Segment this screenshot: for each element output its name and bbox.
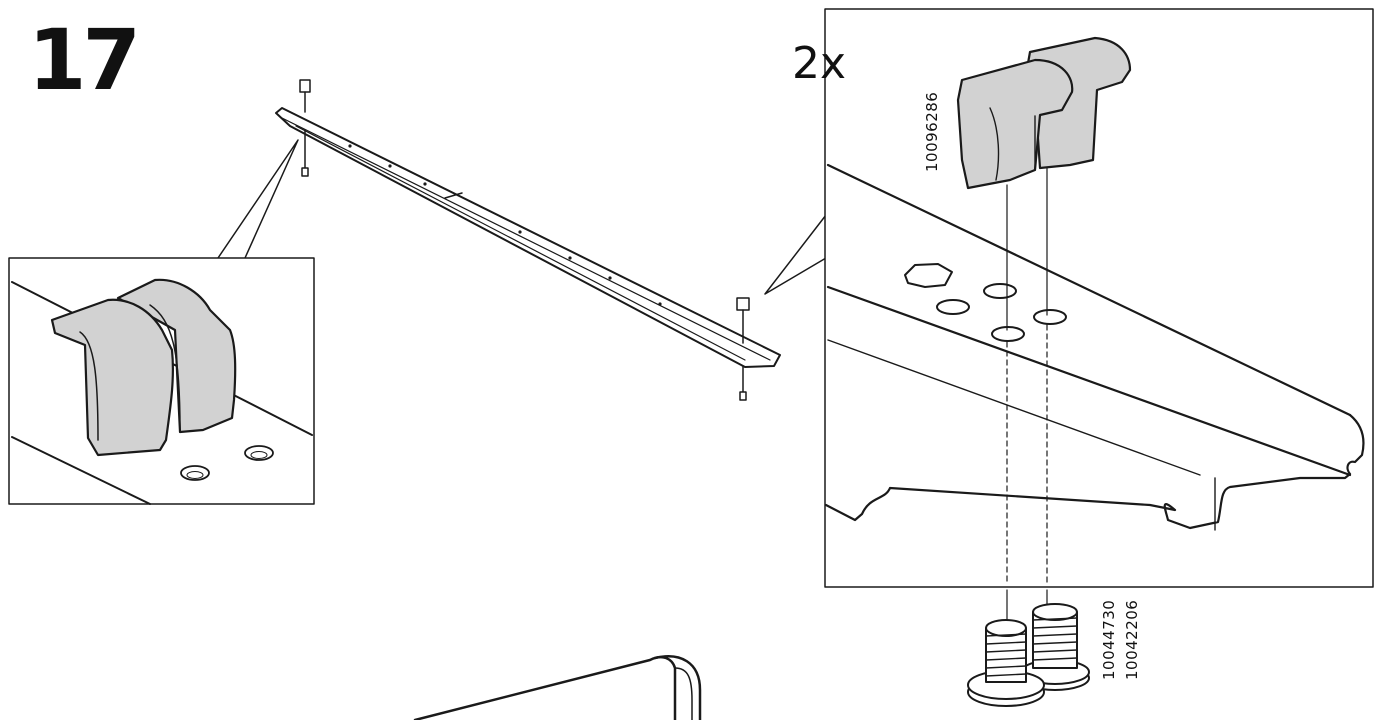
right-bolt-clip <box>736 297 750 401</box>
alignment-guides <box>1006 167 1048 623</box>
right-detail-callout <box>764 8 1374 623</box>
bolts <box>967 603 1090 707</box>
right-detail-clips <box>956 36 1132 190</box>
quantity-label: 2x <box>792 38 847 89</box>
frame-partial <box>413 655 702 722</box>
clip-part-number: 10096286 <box>923 91 941 172</box>
rail <box>275 79 781 401</box>
left-detail-holes <box>180 445 274 481</box>
left-detail-callout <box>8 139 315 505</box>
bolt-rear <box>1020 603 1090 691</box>
right-detail-holes <box>904 263 1067 342</box>
step-number: 17 <box>28 11 141 109</box>
bolt-front <box>967 619 1045 707</box>
left-detail-clips <box>50 278 237 457</box>
bolt-part-number-b: 10042206 <box>1123 599 1141 680</box>
left-bolt-clip <box>299 79 311 177</box>
bolt-part-number-a: 10044730 <box>1100 599 1118 680</box>
